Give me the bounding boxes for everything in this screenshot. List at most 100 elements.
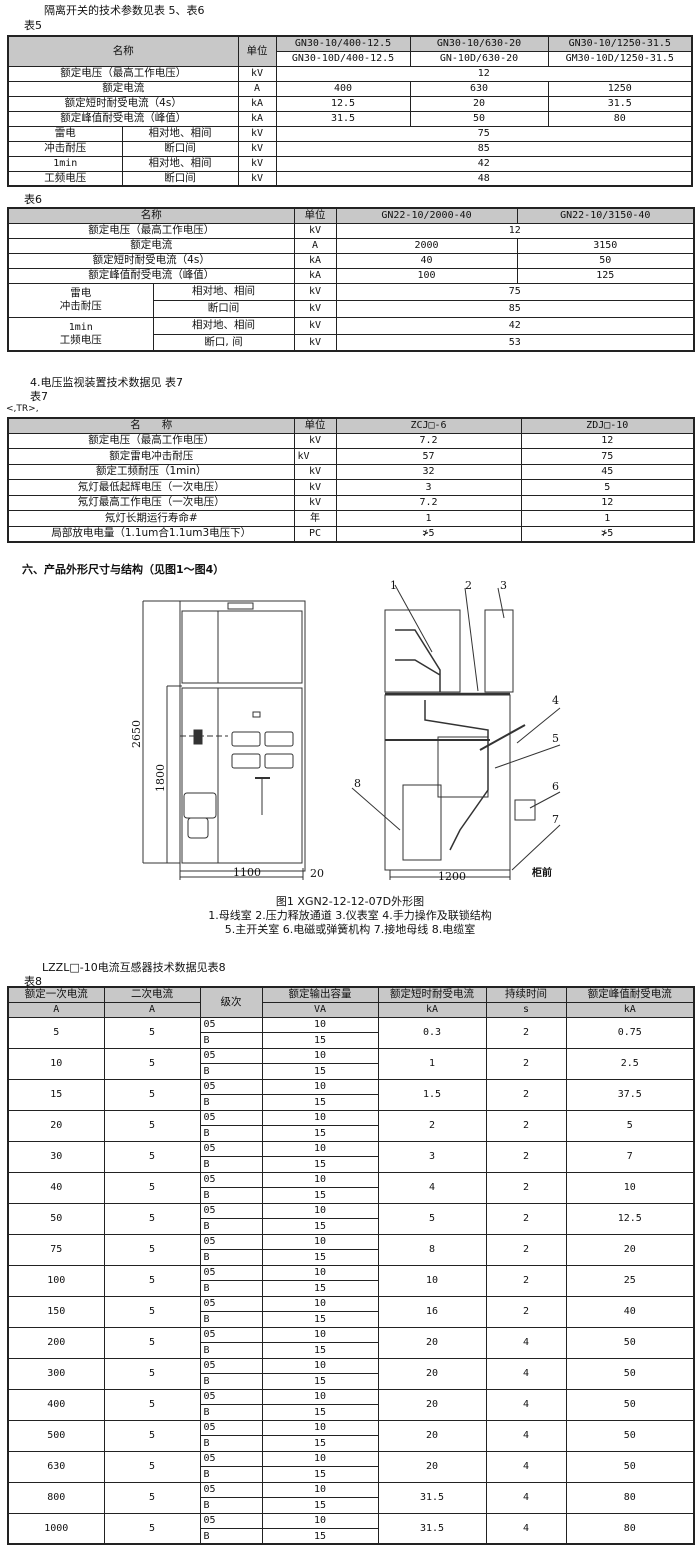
header-class: 级次 — [199, 986, 263, 1018]
cell: 1250 — [547, 80, 693, 97]
cell: 400 — [275, 80, 411, 97]
cell: 10 — [261, 1326, 379, 1343]
cell: 5 — [103, 1109, 201, 1142]
cell: 50 — [516, 252, 695, 269]
cell: 冲击耐压 — [7, 140, 123, 157]
cell: 断口间 — [121, 170, 239, 187]
cell: A — [237, 80, 277, 97]
cell: kV — [237, 65, 277, 82]
cell: 100 — [335, 267, 518, 284]
cell: 15 — [261, 1249, 379, 1266]
cell: kV — [293, 316, 337, 335]
callout-6: 6 — [552, 780, 559, 793]
cell: 45 — [520, 463, 695, 480]
cell: 5 — [7, 1016, 105, 1049]
cell: 5 — [103, 1202, 201, 1235]
cell: 3 — [335, 479, 522, 496]
cell: 5 — [103, 1419, 201, 1452]
cell: 05 — [199, 1419, 263, 1436]
cell: B — [199, 1280, 263, 1297]
cell: 80 — [547, 110, 693, 127]
cell: kA — [237, 110, 277, 127]
cell: 05 — [199, 1202, 263, 1219]
cell: 相对地、相间 — [121, 125, 239, 142]
cell: 32 — [335, 463, 522, 480]
cell: 4 — [485, 1388, 567, 1421]
cell: 1min — [68, 321, 93, 333]
cell: A — [293, 237, 337, 254]
header-unit: 单位 — [293, 207, 337, 224]
cell: 20 — [7, 1109, 105, 1142]
model-bottom: GN-10D/630-20 — [409, 50, 549, 67]
cell: B — [199, 1032, 263, 1049]
cell: 50 — [565, 1419, 695, 1452]
table6-caption: 表6 — [24, 193, 42, 206]
section4-text: 4.电压监视装置技术数据见 表7 — [30, 376, 183, 389]
cell: 42 — [275, 155, 693, 172]
cell: 25 — [565, 1264, 695, 1297]
cell: 42 — [335, 316, 695, 335]
intro-text: 隔离开关的技术参数见表 5、表6 — [44, 4, 205, 17]
cell: 05 — [199, 1140, 263, 1157]
cell: 5 — [103, 1264, 201, 1297]
cell: kV — [237, 140, 277, 157]
cell: 05 — [199, 1264, 263, 1281]
cell: B — [199, 1528, 263, 1545]
cell: kA — [237, 95, 277, 112]
model-top: GN30-10/630-20 — [409, 35, 549, 52]
cell: 2 — [485, 1233, 567, 1266]
cell: kV — [293, 333, 337, 352]
cell: 40 — [335, 252, 518, 269]
cell: 20 — [377, 1419, 487, 1452]
cell: 37.5 — [565, 1078, 695, 1111]
cell: 5 — [103, 1512, 201, 1545]
cell: 工频电压 — [7, 170, 123, 187]
cell: 40 — [565, 1295, 695, 1328]
cell: 16 — [377, 1295, 487, 1328]
cell: 10 — [261, 1481, 379, 1498]
cell: 05 — [199, 1016, 263, 1033]
cell: 500 — [7, 1419, 105, 1452]
cell: 50 — [565, 1388, 695, 1421]
cell: kV — [237, 155, 277, 172]
cell: 15 — [261, 1528, 379, 1545]
cell: 50 — [565, 1450, 695, 1483]
table7-caption: 表7 — [30, 390, 48, 403]
cell: 05 — [199, 1450, 263, 1467]
callout-7: 7 — [552, 813, 559, 826]
cell: 15 — [261, 1032, 379, 1049]
cell: 10 — [565, 1171, 695, 1204]
cell: 50 — [565, 1357, 695, 1390]
cell: 800 — [7, 1481, 105, 1514]
cell: 4 — [485, 1326, 567, 1359]
model-top: GN30-10/1250-31.5 — [547, 35, 693, 52]
unit: VA — [261, 1001, 379, 1018]
cell: B — [199, 1342, 263, 1359]
table8-intro: LZZL□-10电流互感器技术数据见表8 — [42, 961, 226, 974]
cell: kV — [237, 125, 277, 142]
cell: kV — [237, 170, 277, 187]
table5-caption: 表5 — [24, 19, 42, 32]
cell: 雷电 — [7, 125, 123, 142]
dimension-height: 2650 — [130, 720, 143, 748]
unit: A — [103, 1001, 201, 1018]
cell: 20 — [377, 1326, 487, 1359]
table8-caption: 表8 — [24, 975, 42, 988]
cell: ≯5 — [520, 525, 695, 542]
cell: 5 — [377, 1202, 487, 1235]
cell: 3 — [377, 1140, 487, 1173]
